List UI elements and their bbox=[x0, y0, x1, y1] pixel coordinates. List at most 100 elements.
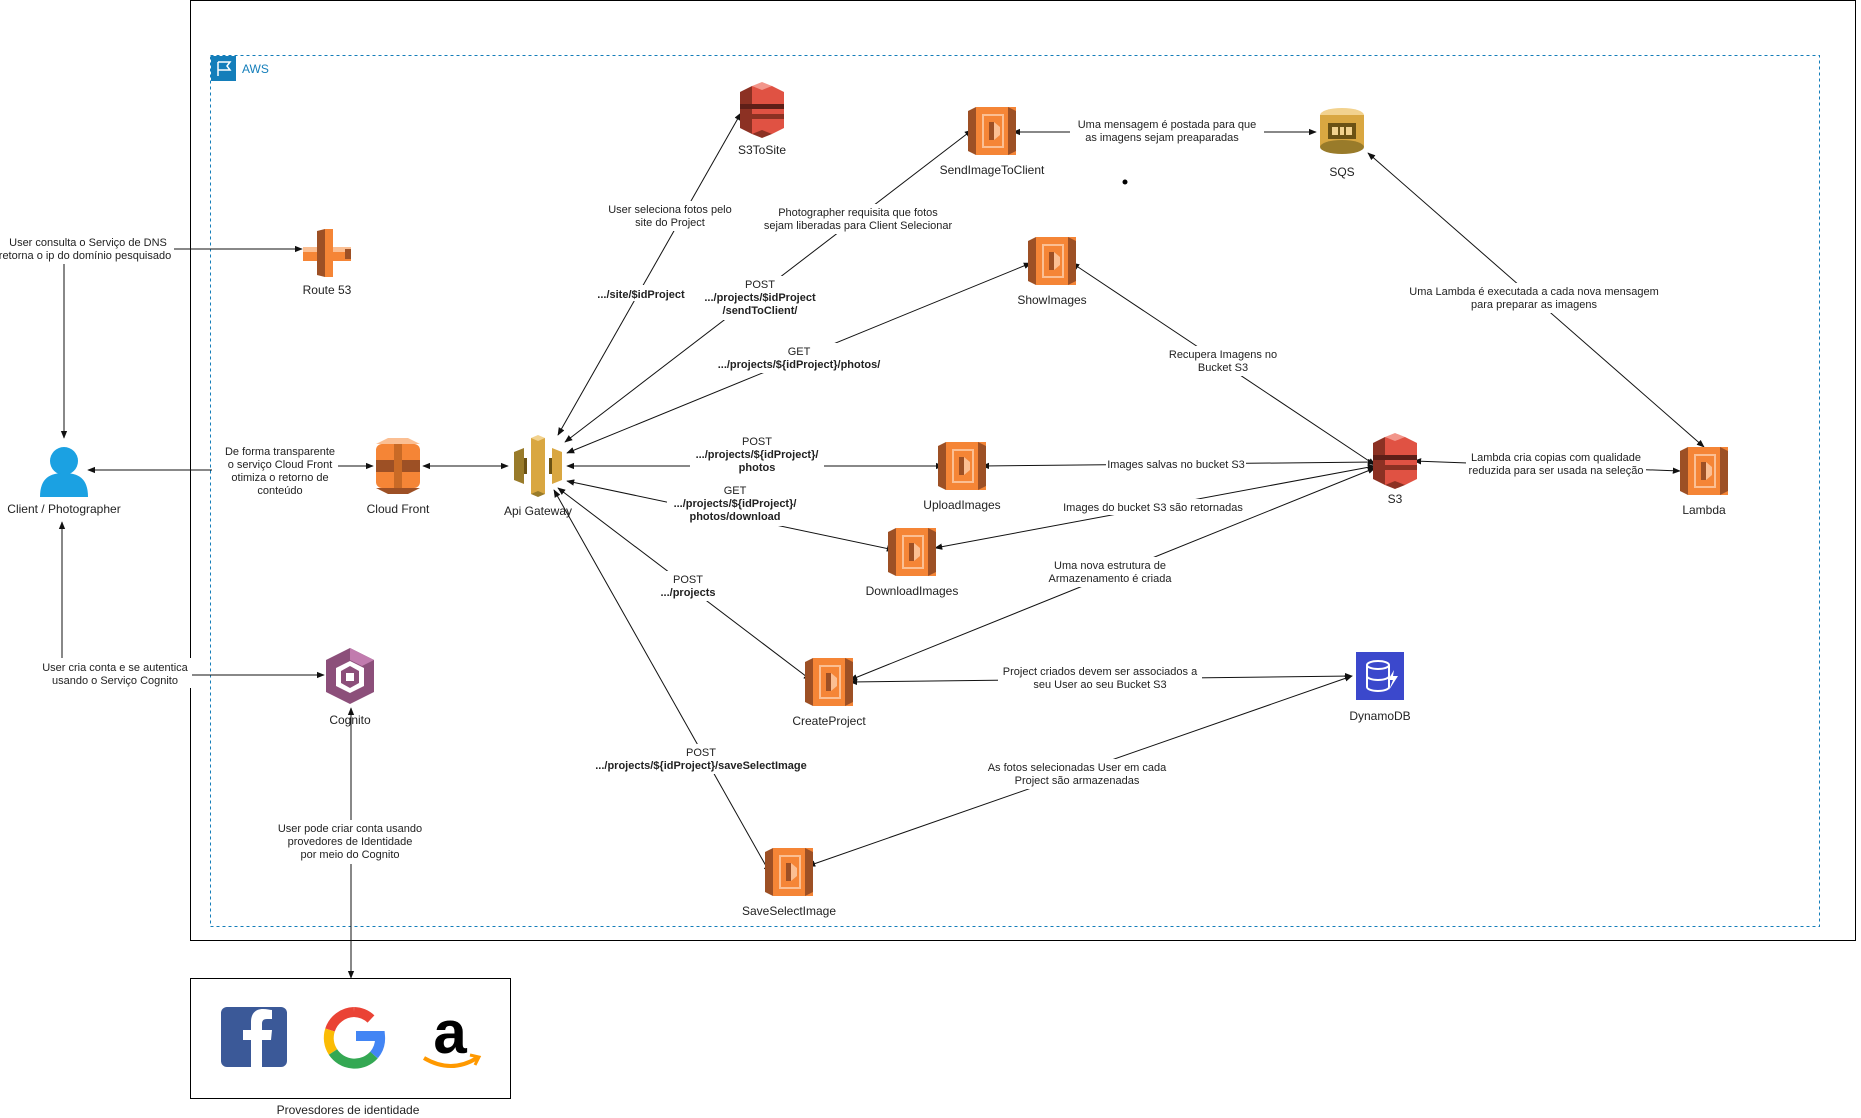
label-idp-line2: provedores de Identidade bbox=[288, 836, 413, 848]
dynamodb-icon bbox=[1355, 651, 1405, 701]
label-site-desc-line2: site do Project bbox=[635, 217, 705, 229]
label-dns: User consulta o Serviço de DNS retorna o… bbox=[0, 232, 174, 264]
label-nova-estrutura-line2: Armazenamento é criada bbox=[1049, 573, 1173, 585]
showimages-node[interactable]: ShowImages bbox=[1017, 237, 1087, 307]
label-project-assoc: Project criados devem ser associados a s… bbox=[998, 663, 1202, 693]
edge-apigw-saveselect bbox=[553, 489, 771, 874]
apigw-label: Api Gateway bbox=[504, 504, 572, 518]
label-recupera: Recupera Imagens no Bucket S3 bbox=[1164, 346, 1282, 376]
label-post-photos-line2: .../projects/${idProject}/ bbox=[696, 449, 819, 461]
client-label: Client / Photographer bbox=[7, 502, 120, 516]
label-nova-estrutura-line1: Uma nova estrutura de bbox=[1054, 560, 1166, 572]
aws-flag-icon bbox=[211, 56, 236, 81]
label-fotos-sel: As fotos selecionadas User em cada Proje… bbox=[984, 759, 1170, 789]
label-site-desc-line1: User seleciona fotos pelo bbox=[608, 204, 732, 216]
label-fotos-sel-line2: Project são armazenadas bbox=[1015, 775, 1140, 787]
label-post-projects-line2: .../projects bbox=[660, 587, 715, 599]
sqs-icon bbox=[1320, 108, 1364, 154]
label-send-route-line2: .../projects/$idProject bbox=[704, 292, 816, 304]
label-get-photos-line1: GET bbox=[788, 346, 811, 358]
user-icon bbox=[40, 447, 88, 497]
sqs-node[interactable]: SQS bbox=[1320, 108, 1364, 179]
label-lambda-copias-line1: Lambda cria copias com qualidade bbox=[1471, 452, 1641, 464]
label-post-photos-line1: POST bbox=[742, 436, 772, 448]
label-cf-line1: De forma transparente bbox=[225, 446, 335, 458]
label-get-photos: GET .../projects/${idProject}/photos/ bbox=[712, 343, 888, 373]
showimages-label: ShowImages bbox=[1017, 293, 1086, 307]
label-retornadas-text: Images do bucket S3 são retornadas bbox=[1063, 502, 1243, 514]
label-site-desc: User seleciona fotos pelo site do Projec… bbox=[605, 201, 735, 231]
createproject-node[interactable]: CreateProject bbox=[792, 658, 866, 728]
label-send-route: POST .../projects/$idProject /sendToClie… bbox=[700, 276, 822, 320]
aws-label: AWS bbox=[242, 62, 269, 76]
downloadimages-node[interactable]: DownloadImages bbox=[866, 528, 959, 598]
s3tosite-icon bbox=[740, 82, 784, 138]
sendimage-lambda-icon bbox=[968, 107, 1016, 155]
dynamodb-node[interactable]: DynamoDB bbox=[1349, 651, 1411, 723]
edge-labels: User consulta o Serviço de DNS retorna o… bbox=[0, 116, 1662, 864]
apigw-node[interactable]: Api Gateway bbox=[504, 435, 572, 518]
client-node[interactable]: Client / Photographer bbox=[7, 447, 121, 516]
identity-providers-box: a Provesdores de identidade bbox=[190, 978, 511, 1117]
label-post-save-line2: .../projects/${idProject}/saveSelectImag… bbox=[595, 760, 807, 772]
label-fotos-sel-line1: As fotos selecionadas User em cada bbox=[988, 762, 1167, 774]
label-retornadas: Images do bucket S3 são retornadas bbox=[1060, 499, 1246, 515]
label-idp: User pode criar conta usando provedores … bbox=[270, 820, 430, 864]
label-lambda-exec: Uma Lambda é executada a cada nova mensa… bbox=[1406, 283, 1662, 313]
label-get-download-line1: GET bbox=[724, 485, 747, 497]
label-cf: De forma transparente o serviço Cloud Fr… bbox=[212, 442, 338, 498]
label-recupera-line1: Recupera Imagens no bbox=[1169, 349, 1277, 361]
label-salvas-text: Images salvas no bucket S3 bbox=[1107, 459, 1245, 471]
label-lambda-exec-line2: para preparar as imagens bbox=[1471, 299, 1597, 311]
sendimage-label: SendImageToClient bbox=[940, 163, 1045, 177]
facebook-icon bbox=[221, 1007, 287, 1067]
label-site-route-text: .../site/$idProject bbox=[597, 289, 685, 301]
aws-group: AWS bbox=[210, 55, 1820, 927]
stray-dot bbox=[1122, 179, 1128, 185]
cloudfront-node[interactable]: Cloud Front bbox=[367, 438, 430, 516]
s3tosite-node[interactable]: S3ToSite bbox=[738, 82, 786, 157]
label-send-desc-line1: Photographer requisita que fotos bbox=[778, 207, 938, 219]
label-get-download: GET .../projects/${idProject}/ photos/do… bbox=[667, 482, 801, 526]
lambda-label: Lambda bbox=[1682, 503, 1726, 517]
saveselect-node[interactable]: SaveSelectImage bbox=[742, 848, 836, 918]
downloadimages-label: DownloadImages bbox=[866, 584, 959, 598]
lambda-node[interactable]: Lambda bbox=[1680, 447, 1728, 517]
s3-node[interactable]: S3 bbox=[1373, 433, 1417, 506]
label-site-route: .../site/$idProject bbox=[595, 285, 687, 301]
label-post-photos-line3: photos bbox=[739, 462, 776, 474]
createproject-lambda-icon bbox=[805, 658, 853, 706]
dynamodb-label: DynamoDB bbox=[1349, 709, 1410, 723]
label-recupera-line2: Bucket S3 bbox=[1198, 362, 1248, 374]
label-dns-line2: retorna o ip do domínio pesquisado bbox=[0, 250, 171, 262]
label-cog-line2: usando o Serviço Cognito bbox=[52, 675, 178, 687]
label-send-route-line1: POST bbox=[745, 279, 775, 291]
sendimage-node[interactable]: SendImageToClient bbox=[940, 107, 1045, 177]
label-nova-estrutura: Uma nova estrutura de Armazenamento é cr… bbox=[1042, 557, 1178, 587]
label-post-save: POST .../projects/${idProject}/saveSelec… bbox=[588, 744, 816, 774]
amazon-icon: a bbox=[422, 999, 482, 1068]
saveselect-label: SaveSelectImage bbox=[742, 904, 836, 918]
label-lambda-exec-line1: Uma Lambda é executada a cada nova mensa… bbox=[1409, 286, 1659, 298]
cloudfront-icon bbox=[376, 438, 420, 494]
createproject-label: CreateProject bbox=[792, 714, 866, 728]
label-send-desc: Photographer requisita que fotos sejam l… bbox=[761, 204, 955, 234]
label-get-photos-line2: .../projects/${idProject}/photos/ bbox=[718, 359, 881, 371]
cognito-node[interactable]: Cognito bbox=[326, 648, 374, 727]
label-get-download-line2: .../projects/${idProject}/ bbox=[674, 498, 797, 510]
label-lambda-copias-line2: reduzida para ser usada na seleção bbox=[1469, 465, 1644, 477]
uploadimages-node[interactable]: UploadImages bbox=[923, 442, 1001, 512]
label-sqs-msg-line1: Uma mensagem é postada para que bbox=[1078, 119, 1257, 131]
google-icon bbox=[323, 1007, 386, 1069]
route53-node[interactable]: Route 53 bbox=[303, 229, 352, 297]
label-salvas: Images salvas no bucket S3 bbox=[1106, 456, 1246, 472]
label-post-projects: POST .../projects bbox=[655, 571, 721, 601]
label-get-download-line3: photos/download bbox=[689, 511, 780, 523]
label-send-desc-line2: sejam liberadas para Client Selecionar bbox=[764, 220, 953, 232]
saveselect-lambda-icon bbox=[765, 848, 813, 896]
downloadimages-lambda-icon bbox=[888, 528, 936, 576]
api-gateway-icon bbox=[514, 435, 562, 497]
cognito-label: Cognito bbox=[329, 713, 371, 727]
route53-icon bbox=[303, 229, 351, 277]
